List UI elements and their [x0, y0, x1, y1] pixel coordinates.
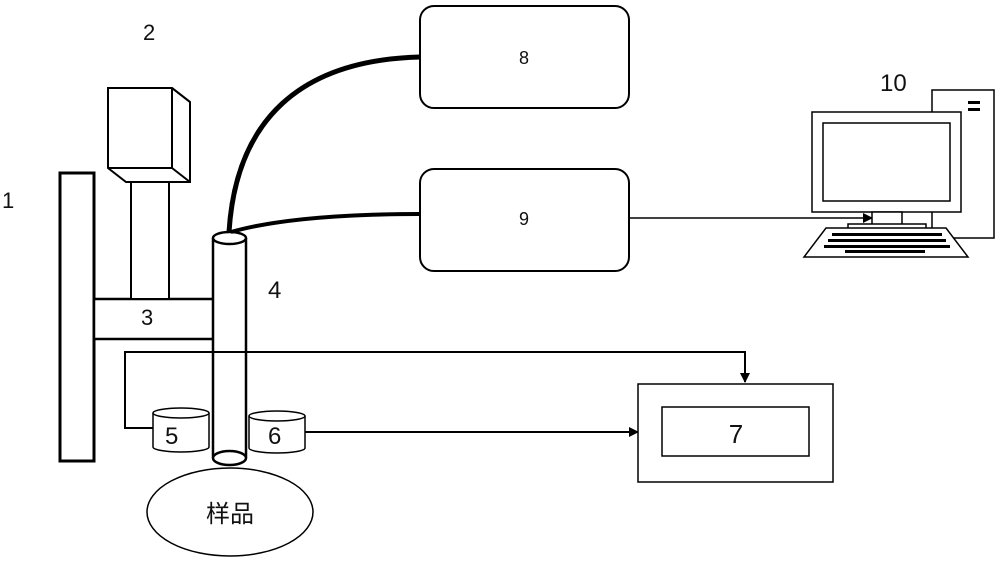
- fiber-to-9: [231, 214, 420, 232]
- label-box-8: 8: [519, 48, 529, 68]
- label-arm: 3: [141, 305, 153, 330]
- label-computer: 10: [880, 70, 907, 97]
- label-display-unit: 7: [729, 419, 743, 449]
- label-stand: 1: [2, 188, 14, 213]
- label-sensor-left: 5: [165, 423, 178, 450]
- label-probe: 4: [268, 277, 281, 304]
- label-camera: 2: [143, 20, 155, 45]
- label-sample: 样品: [206, 500, 254, 528]
- camera-cube: [108, 88, 190, 182]
- label-sensor-right: 6: [268, 423, 281, 450]
- camera-column: [131, 171, 169, 299]
- sensor-left: [153, 408, 209, 452]
- computer-icon: [804, 90, 994, 257]
- horizontal-arm: [94, 299, 216, 339]
- probe-tube: [213, 232, 246, 465]
- stand-bar: [60, 173, 94, 461]
- fiber-to-8: [229, 57, 420, 232]
- label-box-9: 9: [519, 209, 529, 229]
